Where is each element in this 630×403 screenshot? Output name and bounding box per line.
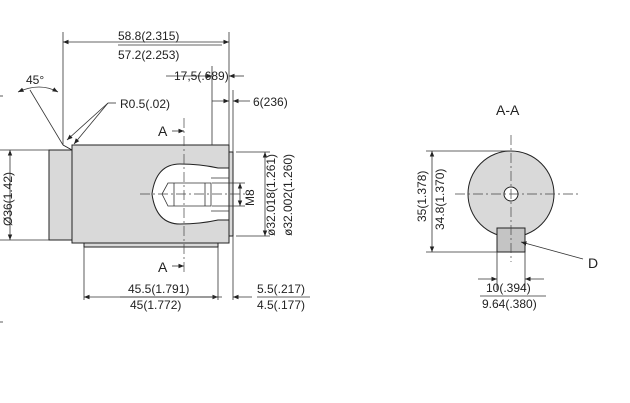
dim-key-width-min: 9.64(.380) [482, 297, 537, 311]
dim-key-length-max: 45.5(1.791) [128, 282, 189, 296]
dim-key-length-min: 45(1.772) [130, 298, 181, 312]
key-label: D [588, 255, 598, 271]
dim-shoulder-max: 5.5(.217) [257, 282, 305, 296]
dim-shoulder-min: 4.5(.177) [257, 298, 305, 312]
section-label-bottom: A [158, 259, 168, 275]
dim-angle: 45° [26, 73, 44, 87]
dim-length: 58.8(2.315) [118, 29, 179, 43]
dim-step: 6(236) [253, 95, 288, 109]
dim-body-diameter: Ø36(1.42) [1, 172, 15, 226]
dim-shaft-dia-max: ø32.018(1.261) [264, 154, 278, 236]
radius-leader [73, 102, 109, 145]
dim-key-height-min: 34.8(1.370) [433, 169, 447, 230]
dim-arc-angle [17, 86, 59, 93]
section-label-top: A [158, 123, 168, 139]
dim-radius: R0.5(.02) [120, 97, 170, 111]
angle-leg [29, 89, 64, 146]
thread-core [161, 182, 212, 207]
radius-leader [66, 102, 109, 141]
section-view: A-A D 35(1.378) 34.8(1.370) 10(.394) 9.6… [415, 102, 598, 311]
chamfer-edge [62, 144, 73, 151]
key-leader [520, 241, 584, 260]
dim-key-position: 17,5(.689) [174, 69, 229, 83]
dim-key-height-max: 35(1.378) [415, 171, 429, 222]
dim-key-width-max: 10(.394) [486, 281, 531, 295]
dim-thread: M8 [243, 189, 257, 206]
side-view: 58.8(2.315) 57.2(2.253) 17,5(.689) 6(236… [0, 29, 310, 312]
dim-shaft-dia-min: ø32.002(1.260) [281, 154, 295, 236]
dim-length-alt: 57.2(2.253) [118, 48, 179, 62]
section-title: A-A [496, 102, 520, 118]
